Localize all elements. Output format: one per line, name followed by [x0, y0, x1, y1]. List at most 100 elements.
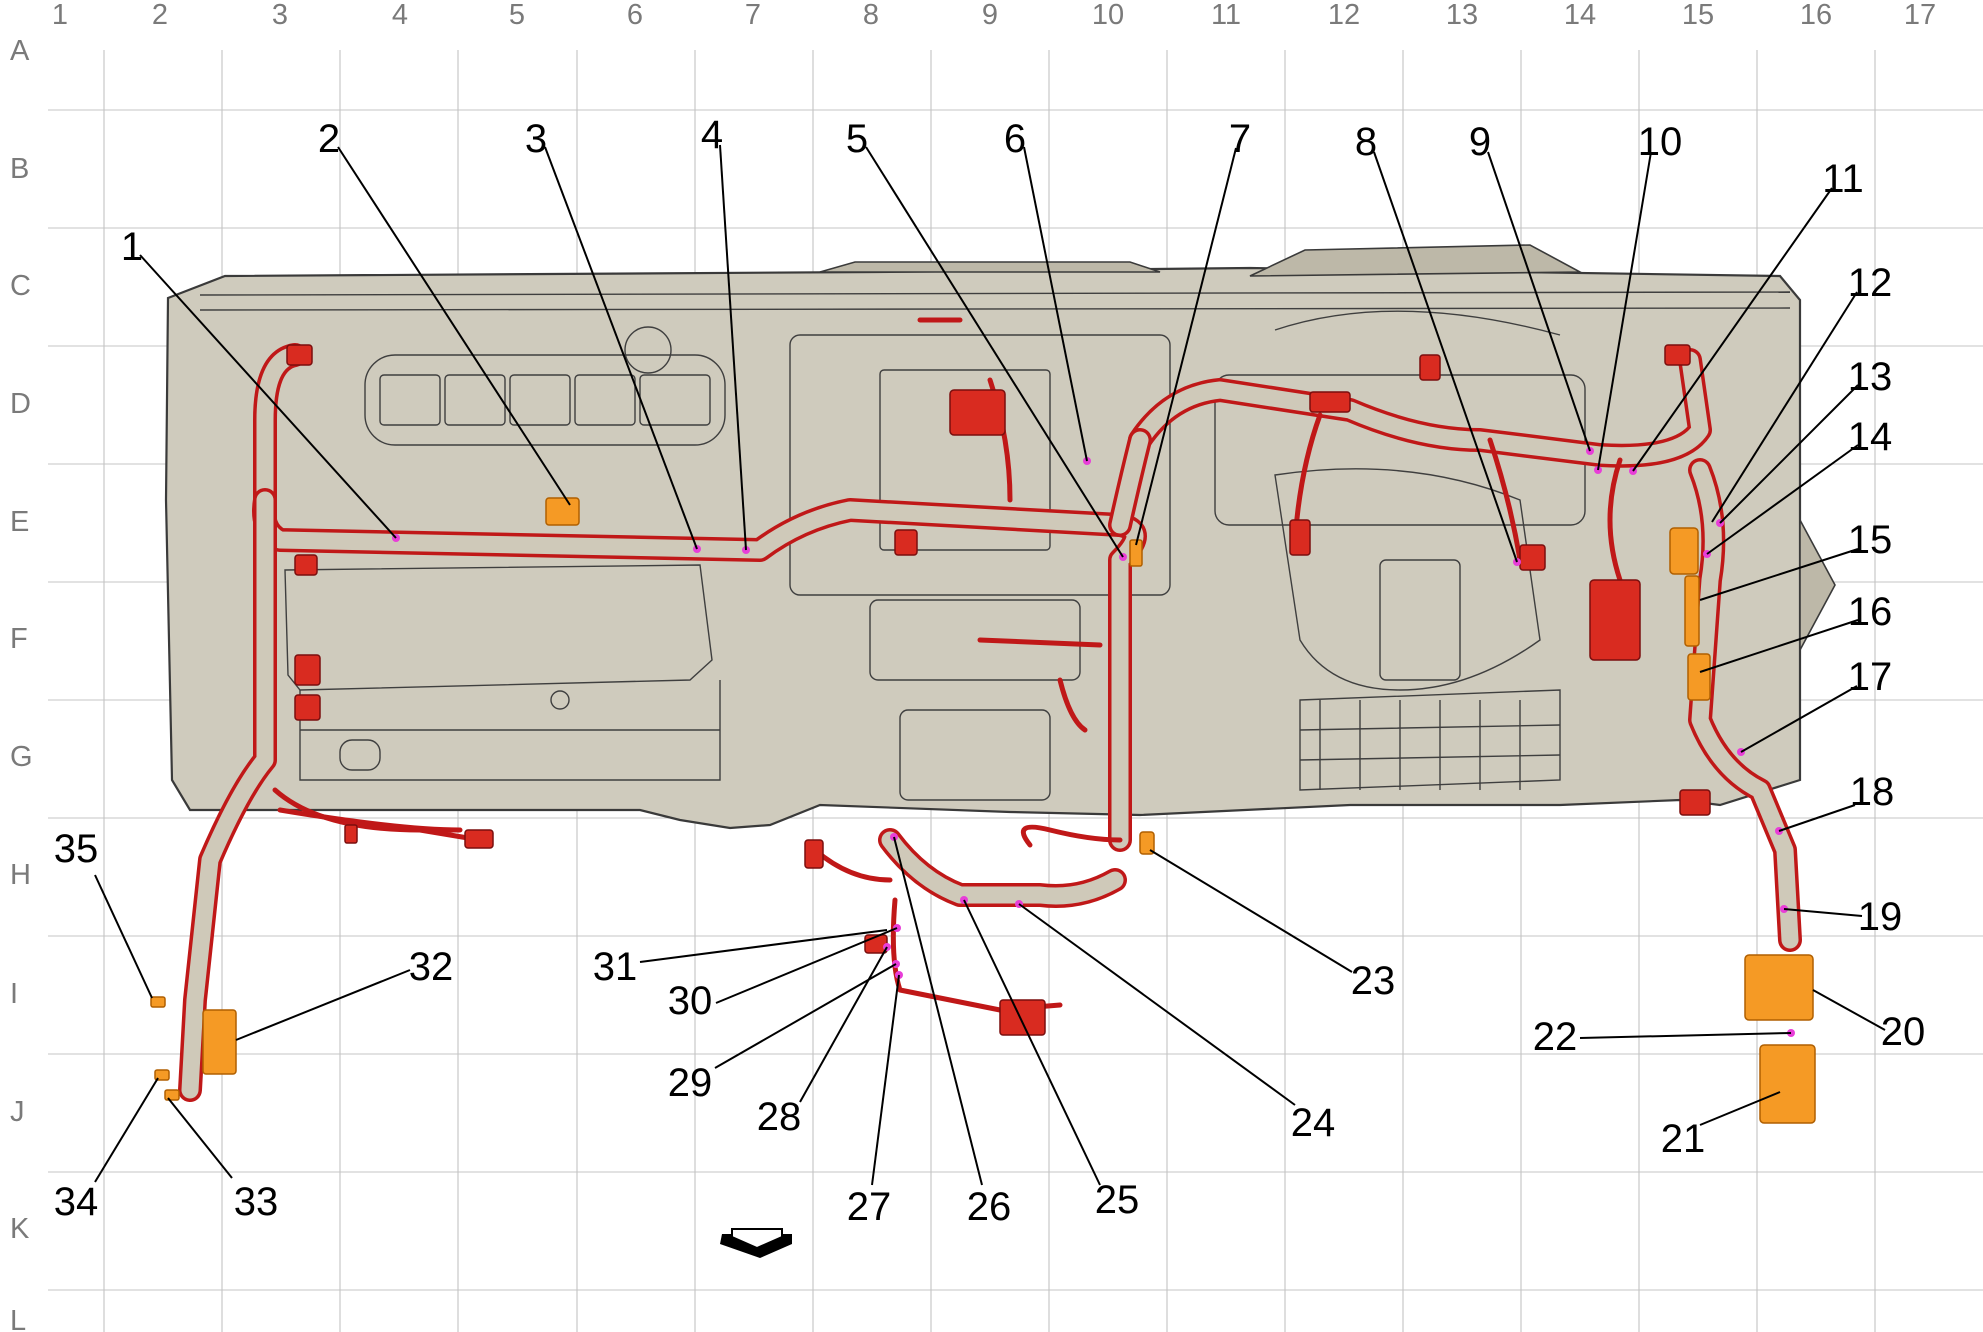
callout-leader-7 — [1135, 147, 1237, 546]
grid-column-label: 6 — [627, 0, 643, 31]
callout-17: 17 — [1848, 655, 1893, 699]
callout-leader-2 — [337, 146, 571, 506]
highlighted-components — [150, 497, 1816, 1124]
callout-35: 35 — [54, 827, 99, 871]
callout-28: 28 — [757, 1095, 802, 1139]
grid-row-label: G — [10, 741, 33, 773]
grid-column-label: 3 — [272, 0, 288, 31]
grid-row-label: H — [10, 859, 31, 891]
grid-column-label: 5 — [509, 0, 525, 31]
callout-19: 19 — [1858, 895, 1903, 939]
callout-12: 12 — [1848, 261, 1893, 305]
callout-6: 6 — [1004, 117, 1026, 161]
callout-26: 26 — [967, 1185, 1012, 1229]
grid-row-label: I — [10, 978, 18, 1010]
callout-leader-11 — [1632, 187, 1833, 472]
grid-row-label: A — [10, 35, 30, 67]
grid-column-label: 17 — [1904, 0, 1936, 31]
grid-column-label: 15 — [1682, 0, 1714, 31]
grid-row-label: B — [10, 153, 29, 185]
callout-8: 8 — [1355, 120, 1377, 164]
grid-column-label: 8 — [863, 0, 879, 31]
callout-leader-30 — [715, 927, 898, 1004]
callout-leader-24 — [1018, 903, 1296, 1106]
callout-32: 32 — [409, 945, 454, 989]
callout-13: 13 — [1848, 355, 1893, 399]
grid-row-label: K — [10, 1213, 30, 1245]
grid-row-label: D — [10, 388, 31, 420]
callout-leader-33 — [167, 1097, 233, 1179]
callout-18: 18 — [1850, 770, 1895, 814]
callout-4: 4 — [701, 113, 723, 157]
callout-leader-22 — [1579, 1032, 1792, 1039]
callout-14: 14 — [1848, 415, 1893, 459]
grid-column-label: 14 — [1564, 0, 1596, 31]
grid-row-label: L — [10, 1305, 26, 1332]
callout-leader-8 — [1373, 151, 1518, 563]
grid-row-label: C — [10, 270, 31, 302]
callout-33: 33 — [234, 1180, 279, 1224]
grid-column-label: 4 — [392, 0, 408, 31]
grid-column-label: 2 — [152, 0, 168, 31]
callout-27: 27 — [847, 1185, 892, 1229]
callout-leader-23 — [1149, 849, 1353, 973]
callout-23: 23 — [1351, 959, 1396, 1003]
callout-20: 20 — [1881, 1010, 1926, 1054]
callout-1: 1 — [121, 225, 143, 269]
grid-row-label: J — [10, 1096, 25, 1128]
callout-leader-29 — [714, 963, 897, 1069]
wiring-harness — [178, 317, 1802, 1102]
grid-column-label: 11 — [1211, 0, 1241, 31]
callout-21: 21 — [1661, 1117, 1706, 1161]
callout-leader-4 — [719, 144, 747, 551]
callout-leader-32 — [235, 969, 411, 1041]
callout-leader-35 — [94, 874, 153, 999]
grid-column-label: 16 — [1800, 0, 1832, 31]
callout-25: 25 — [1095, 1178, 1140, 1222]
connectors — [286, 344, 1711, 1036]
callout-leader-26 — [893, 836, 983, 1186]
callout-3: 3 — [525, 117, 547, 161]
callout-7: 7 — [1229, 117, 1251, 161]
callout-leader-10 — [1597, 151, 1652, 471]
callout-5: 5 — [846, 117, 868, 161]
grid-column-label: 12 — [1328, 0, 1360, 31]
callout-2: 2 — [318, 117, 340, 161]
forward-arrow-icon — [720, 1228, 792, 1258]
grid-column-label: 7 — [745, 0, 761, 31]
callout-leader-16 — [1699, 619, 1859, 673]
callout-11: 11 — [1822, 157, 1864, 201]
callout-leader-17 — [1740, 685, 1858, 753]
callout-leader-21 — [1699, 1091, 1781, 1126]
callout-leader-3 — [544, 146, 698, 550]
grid-column-label: 10 — [1092, 0, 1124, 31]
callout-leader-9 — [1487, 151, 1591, 452]
dashboard-panel — [164, 244, 1836, 830]
grid-column-label: 13 — [1446, 0, 1478, 31]
callout-29: 29 — [668, 1061, 713, 1105]
callout-16: 16 — [1848, 590, 1893, 634]
callout-31: 31 — [593, 945, 638, 989]
callout-22: 22 — [1533, 1015, 1578, 1059]
grid-row-label: E — [10, 506, 29, 538]
callout-leader-20 — [1812, 989, 1886, 1031]
grid-column-label: 1 — [52, 0, 68, 31]
callout-leader-25 — [963, 899, 1101, 1186]
callout-leader-27 — [871, 974, 900, 1186]
callout-30: 30 — [668, 979, 713, 1023]
callout-9: 9 — [1469, 120, 1491, 164]
callout-leader-15 — [1699, 548, 1859, 601]
callout-leader-14 — [1706, 444, 1859, 555]
callout-leader-28 — [799, 946, 888, 1103]
callout-leader-13 — [1719, 384, 1859, 524]
callout-leader-12 — [1711, 291, 1858, 523]
grid-column-label: 9 — [982, 0, 998, 31]
callout-10: 10 — [1638, 120, 1683, 164]
callout-15: 15 — [1848, 518, 1893, 562]
callout-leader-1 — [139, 254, 397, 539]
callout-34: 34 — [54, 1180, 99, 1224]
callout-leader-31 — [639, 929, 888, 963]
callout-24: 24 — [1291, 1101, 1336, 1145]
